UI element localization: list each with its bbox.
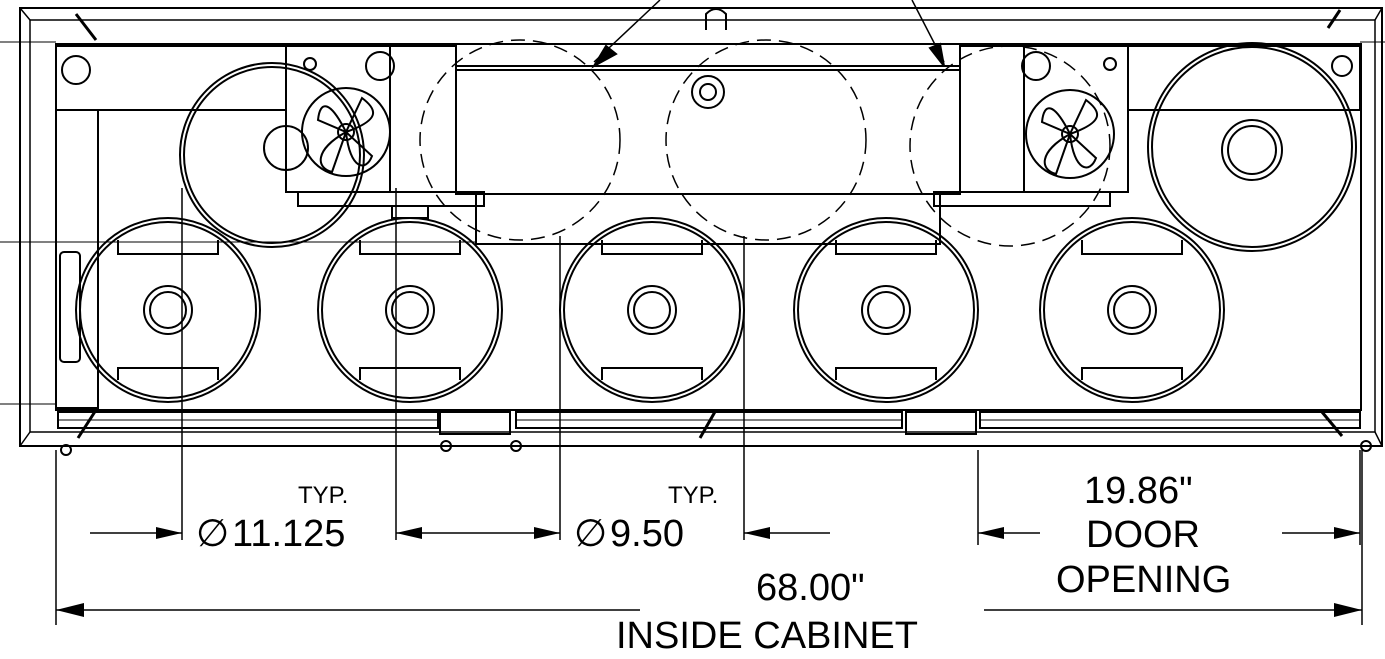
right-fan-guard bbox=[1025, 89, 1115, 179]
hidden-keg-2 bbox=[665, 39, 867, 241]
small-keg-typ-label: TYP. bbox=[668, 482, 718, 509]
door-opening-value: 19.86" bbox=[1084, 470, 1193, 512]
evaporator-housing bbox=[455, 65, 961, 195]
inside-cabinet-label: INSIDE CABINET bbox=[616, 615, 918, 657]
small-keg-diameter-symbol: ∅ bbox=[574, 513, 607, 555]
center-drain-fitting bbox=[691, 75, 725, 109]
bottom-keg-row bbox=[75, 217, 1225, 403]
large-keg-left bbox=[179, 62, 365, 248]
top-left-rail bbox=[55, 45, 287, 111]
small-keg-diameter-value: 9.50 bbox=[610, 513, 684, 555]
outer-cabinet-frame bbox=[19, 7, 1383, 447]
inside-cabinet-value: 68.00" bbox=[756, 567, 865, 609]
door-opening-label-2: OPENING bbox=[1056, 559, 1231, 601]
dimension-arrows bbox=[56, 527, 1362, 617]
large-keg-diameter-value: 11.125 bbox=[232, 513, 345, 555]
door-opening-label-1: DOOR bbox=[1086, 514, 1200, 556]
hidden-keg-3 bbox=[909, 45, 1111, 247]
front-door-tracks bbox=[57, 411, 1372, 456]
large-keg-right bbox=[1147, 42, 1357, 252]
left-side-panel bbox=[55, 109, 99, 409]
large-keg-diameter-symbol: ∅ bbox=[196, 513, 229, 555]
hidden-keg-1 bbox=[419, 39, 621, 241]
large-keg-typ-label: TYP. bbox=[298, 482, 348, 509]
dimension-lines bbox=[55, 188, 1363, 625]
